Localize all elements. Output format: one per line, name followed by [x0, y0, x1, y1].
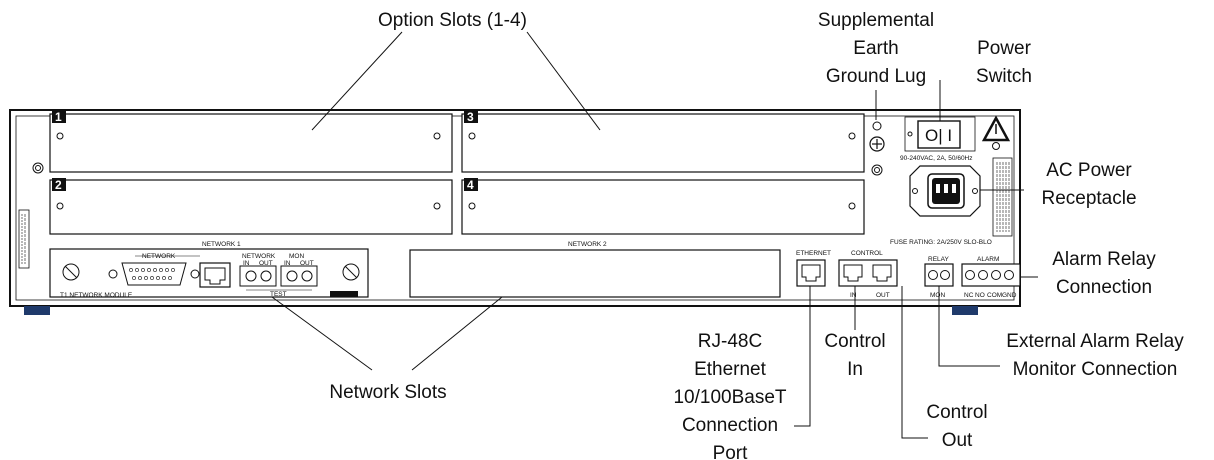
svg-text:OUT: OUT: [259, 260, 273, 267]
t1-module-label: T1 NETWORK MODULE: [60, 292, 133, 299]
right-warning-label: [992, 157, 1013, 237]
alarm-label: ALARM: [977, 256, 999, 263]
option-slot-4: 4: [461, 178, 865, 235]
relay-mon-port: MON: [924, 263, 954, 299]
callout-option-slots: Option Slots (1-4): [378, 10, 527, 31]
slot-3-number: 3: [467, 110, 474, 124]
svg-text:GND: GND: [1002, 292, 1017, 299]
control-label: CONTROL: [851, 250, 883, 257]
slot-1-number: 1: [55, 110, 62, 124]
relay-mon-label: MON: [930, 292, 945, 299]
callout-network-slots: Network Slots: [329, 382, 446, 403]
svg-text:IN: IN: [284, 260, 291, 267]
option-slot-1: 1: [49, 110, 453, 173]
network-2-label: NETWORK 2: [568, 241, 607, 248]
ac-power-receptacle: [909, 165, 981, 217]
callout-alarm-relay-1: Alarm Relay: [1052, 249, 1156, 270]
callout-control-in-2: In: [847, 359, 863, 380]
network-slot-1: NETWORK NETWORK MON IN OUT IN OUT TEST T…: [49, 248, 369, 299]
svg-text:NC: NC: [964, 292, 974, 299]
mon-jack-label: MON: [289, 253, 304, 260]
callout-ac-1: AC Power: [1046, 160, 1132, 181]
option-slot-2: 2: [49, 178, 453, 235]
fuse-rating-label: FUSE RATING: 2A/250V SLO-BLO: [890, 239, 992, 246]
network-port-label: NETWORK: [142, 253, 176, 260]
callout-rj48-1: RJ-48C: [698, 331, 762, 352]
chassis-screw-left: [32, 162, 44, 174]
left-warning-label: [18, 209, 30, 269]
callout-external-2: Monitor Connection: [1013, 359, 1178, 380]
callout-control-out-2: Out: [942, 430, 973, 451]
ethernet-port: [796, 259, 826, 287]
callout-rj48-3: 10/100BaseT: [673, 387, 786, 408]
network-slot-2: [409, 249, 781, 298]
alarm-terminal-block: NC NO COM GND: [961, 263, 1021, 299]
callout-rj48-5: Port: [713, 443, 749, 460]
callout-rj48-2: Ethernet: [694, 359, 767, 380]
callout-external-1: External Alarm Relay: [1006, 331, 1184, 352]
test-label: TEST: [270, 291, 287, 298]
network-1-screw-left: [62, 263, 80, 281]
callout-supplemental-3: Ground Lug: [826, 66, 926, 87]
svg-text:IN: IN: [243, 260, 250, 267]
right-foot: [952, 306, 978, 315]
callout-power-1: Power: [977, 38, 1032, 59]
callout-rj48-4: Connection: [682, 415, 778, 436]
svg-text:NO: NO: [975, 292, 985, 299]
network-1-screw-right: [342, 263, 360, 281]
slot-4-number: 4: [467, 178, 474, 192]
control-ports: IN OUT: [838, 259, 898, 299]
ethernet-label: ETHERNET: [796, 250, 831, 257]
warning-triangle-icon: [981, 115, 1011, 150]
callout-control-out-1: Control: [926, 402, 987, 423]
power-rating-label: 90-240VAC, 2A, 50/60Hz: [900, 155, 973, 162]
slot-2-number: 2: [55, 178, 62, 192]
callout-control-in-1: Control: [824, 331, 885, 352]
left-foot: [24, 306, 50, 315]
control-out-label: OUT: [876, 292, 890, 299]
svg-text:COM: COM: [987, 292, 1002, 299]
callout-supplemental-2: Earth: [853, 38, 898, 59]
power-switch-label: O| I: [925, 126, 952, 145]
callout-power-2: Switch: [976, 66, 1032, 87]
power-switch[interactable]: O| I: [904, 116, 976, 152]
option-slot-3: 3: [461, 110, 865, 173]
network-jack-label: NETWORK: [242, 253, 276, 260]
ground-lug: [869, 121, 885, 176]
svg-text:OUT: OUT: [300, 260, 314, 267]
network-1-label: NETWORK 1: [202, 241, 241, 248]
callout-alarm-relay-2: Connection: [1056, 277, 1152, 298]
control-in-label: IN: [850, 292, 857, 299]
callout-ac-2: Receptacle: [1041, 188, 1136, 209]
relay-label: RELAY: [928, 256, 949, 263]
callout-supplemental-1: Supplemental: [818, 10, 934, 31]
leader-lines: [271, 31, 1038, 439]
